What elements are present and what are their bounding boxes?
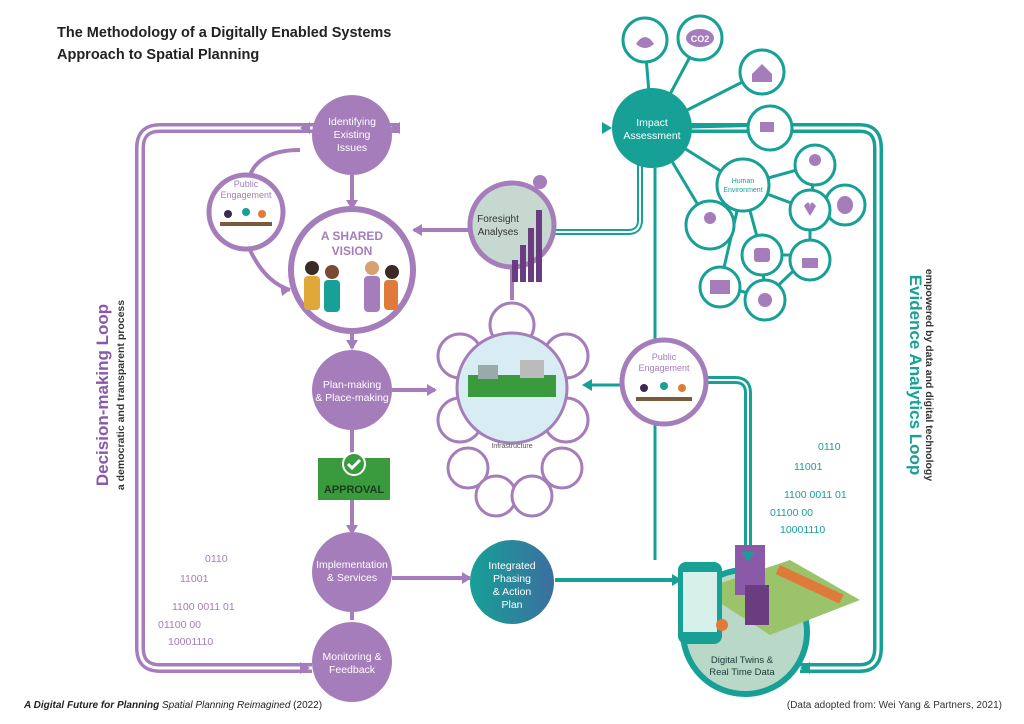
binary-right: 0110 11001 1100 0011 01 01100 00 1000111… (770, 441, 847, 536)
label: Issues (337, 142, 367, 154)
human-environment-node (715, 157, 771, 213)
label: Analyses (478, 227, 519, 238)
infrastructure-cluster[interactable]: Infrastructure (436, 301, 590, 518)
label: Assessment (623, 130, 680, 142)
label: Public (234, 179, 259, 189)
binary-left: 0110 11001 1100 0011 01 01100 00 1000111… (158, 553, 235, 648)
location-pin-icon (716, 619, 728, 631)
label: Digital Twins & (711, 655, 774, 666)
label: Public (652, 352, 677, 362)
label: Feedback (329, 664, 376, 676)
flower-plant-icon (684, 199, 736, 251)
decision-loop-path (135, 123, 400, 673)
approval-badge: APPROVAL (318, 452, 390, 500)
wifi-person-icon (540, 446, 584, 490)
loop-title: Decision-making Loop (93, 304, 112, 486)
park-illustration (468, 375, 556, 397)
person-icon (224, 210, 232, 218)
wind-turbine-icon (510, 474, 554, 518)
label: Implementation (316, 559, 388, 571)
binary-text: 1100 0011 01 (172, 601, 235, 613)
label: Real Time Data (709, 667, 775, 678)
book-title: A Digital Future for Planning (24, 700, 160, 711)
label: Engagement (638, 363, 690, 373)
label: & Action (493, 586, 532, 598)
loop-subtitle: a democratic and transparent process (115, 300, 127, 490)
meeting-table-icon (220, 222, 272, 226)
binary-text: 1100 0011 01 (784, 489, 847, 501)
node-plan-making[interactable]: Plan-making & Place-making (312, 350, 392, 430)
impact-icons (621, 14, 867, 322)
decision-loop-label: Decision-making Loop a democratic and tr… (93, 300, 127, 490)
diagram-title: The Methodology of a Digitally Enabled S… (57, 22, 391, 66)
impact-icon-glyphs: CO2 Human Environment (636, 29, 853, 307)
label: Foresight (477, 214, 519, 225)
label: & Services (327, 572, 377, 584)
label: Environment (723, 187, 762, 194)
co2-label: CO2 (691, 34, 710, 44)
loop-subtitle: empowered by data and digital technology (923, 269, 935, 482)
people-handshake-illustration (304, 261, 399, 312)
node-shared-vision[interactable]: A SHARED VISION (288, 206, 416, 334)
node-public-engagement-left[interactable]: Public Engagement (206, 172, 286, 252)
label: VISION (332, 244, 373, 258)
meeting-table-icon (636, 397, 692, 401)
node-digital-twins[interactable]: Digital Twins & Real Time Data (678, 545, 860, 697)
binary-text: 11001 (180, 573, 209, 585)
node-foresight-analyses[interactable]: Foresight Analyses (467, 175, 557, 282)
label: & Place-making (315, 392, 389, 404)
label: Phasing (493, 573, 531, 585)
title-line-1: The Methodology of a Digitally Enabled S… (57, 25, 392, 41)
title-line-2: Approach to Spatial Planning (57, 47, 260, 63)
binary-text: 0110 (205, 553, 228, 565)
evidence-loop-label: Evidence Analytics Loop empowered by dat… (906, 269, 935, 482)
node-monitoring-feedback[interactable]: Monitoring & Feedback (312, 622, 392, 702)
binary-text: 10001110 (780, 524, 825, 536)
footer-citation: A Digital Future for Planning Spatial Pl… (24, 700, 322, 711)
label: Human (732, 178, 755, 185)
label: APPROVAL (324, 484, 385, 496)
flow-arrows (280, 122, 810, 674)
loop-title: Evidence Analytics Loop (906, 275, 925, 476)
binary-text: 11001 (794, 461, 823, 473)
node-public-engagement-right[interactable]: Public Engagement (619, 337, 709, 427)
node-implementation[interactable]: Implementation & Services (312, 532, 392, 612)
label: Integrated (488, 560, 535, 572)
binary-text: 10001110 (168, 636, 213, 648)
data-source: (Data adopted from: Wei Yang & Partners,… (786, 700, 1002, 711)
city-model-illustration (700, 545, 860, 635)
label: Plan (501, 599, 522, 611)
year: (2022) (293, 700, 323, 711)
label: Impact (636, 117, 668, 129)
binary-text: 01100 00 (770, 507, 813, 519)
label: A SHARED (321, 229, 384, 243)
label: Plan-making (323, 379, 382, 391)
node-identifying-issues[interactable]: Identifying Existing Issues (312, 95, 392, 175)
label: Engagement (220, 190, 272, 200)
node-integrated-phasing[interactable]: Integrated Phasing & Action Plan (470, 540, 554, 624)
bar-chart-icon (512, 175, 547, 282)
binary-text: 01100 00 (158, 619, 201, 631)
water-drops-icon (446, 446, 490, 490)
evidence-loop-path (555, 123, 883, 673)
node-impact-assessment[interactable]: Impact Assessment (612, 88, 692, 168)
book-subtitle: Spatial Planning Reimagined (161, 700, 291, 711)
label: Identifying (328, 116, 376, 128)
label: Existing (334, 129, 371, 141)
person-icon (242, 208, 250, 216)
label: Monitoring & (323, 651, 382, 663)
recycle-icon (474, 474, 518, 518)
binary-text: 0110 (818, 441, 841, 453)
person-icon (258, 210, 266, 218)
label: Infrastructure (491, 443, 532, 450)
